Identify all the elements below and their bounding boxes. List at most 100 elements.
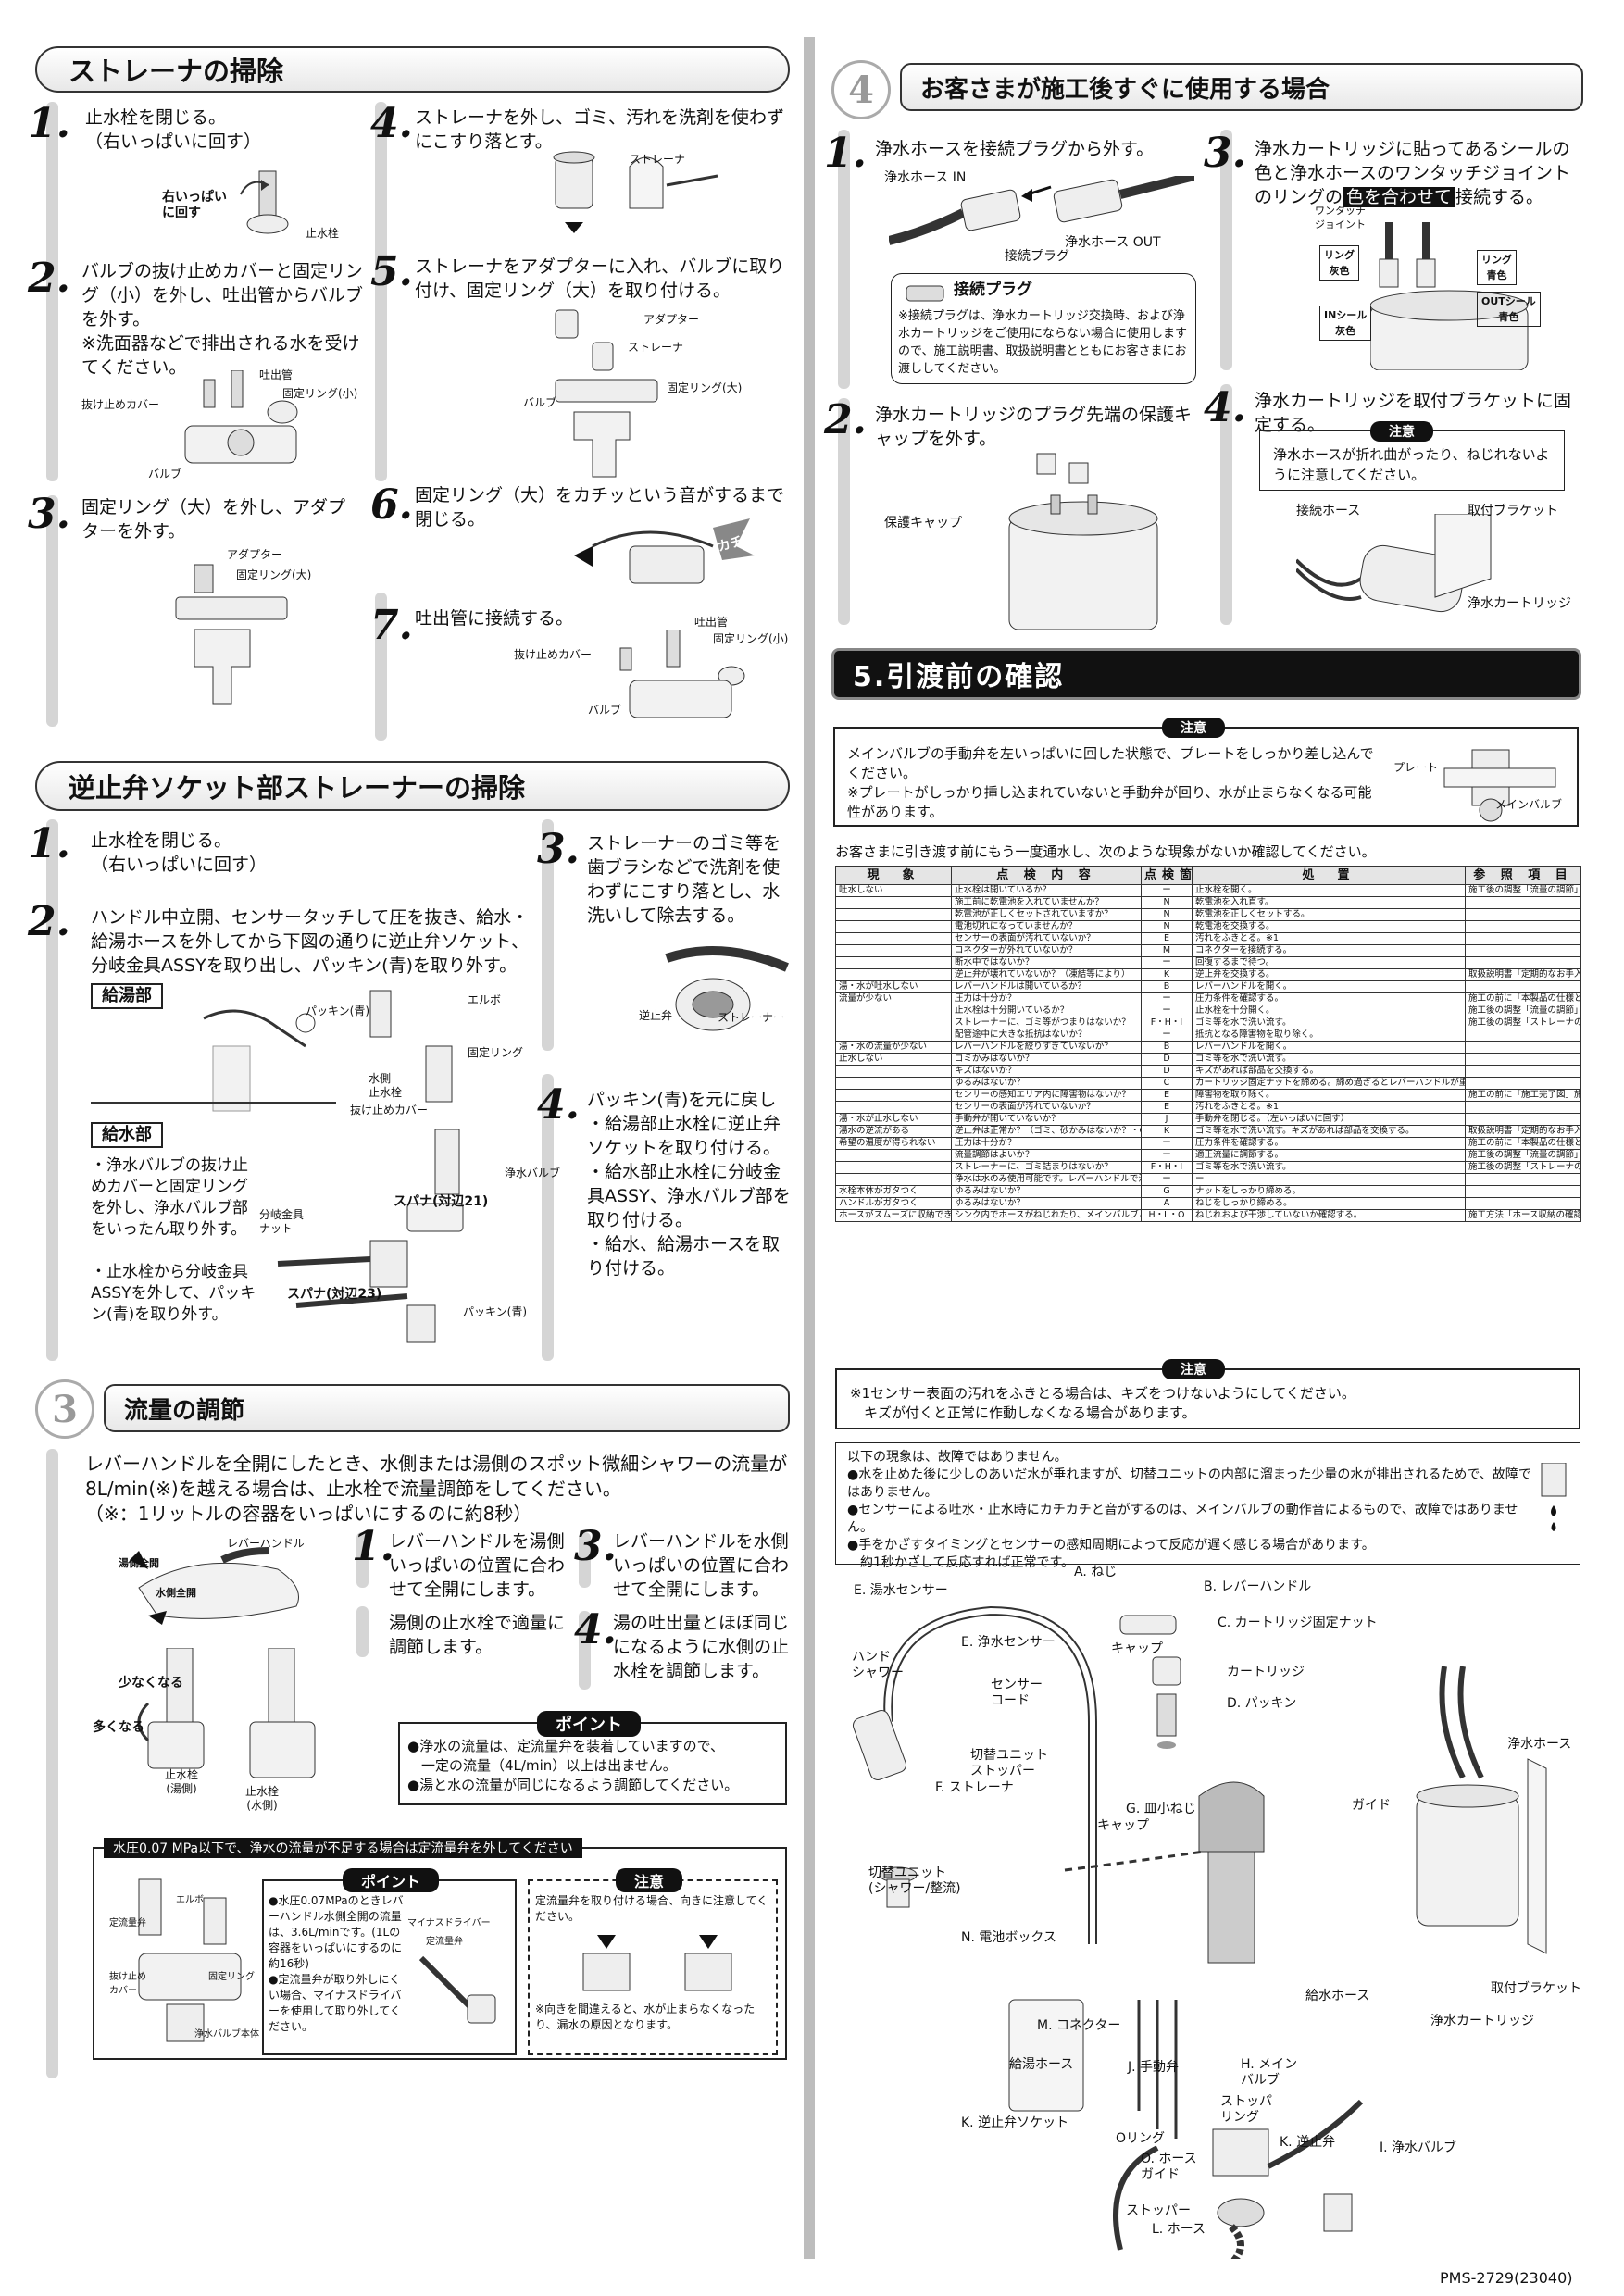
stop-valves-illustration (111, 1647, 343, 1828)
part-label: ストッパ リング (1220, 2094, 1272, 2125)
label-less: 少なくなる (119, 1676, 183, 1691)
point-text: ●浄水の流量は、定流量弁を装着していますので、 一定の流量（4L/min）以上は… (407, 1738, 739, 1793)
table-cell: E (1141, 1089, 1193, 1102)
table-cell (835, 896, 952, 909)
info-box (835, 1442, 1580, 1565)
table-cell: 電池切れになっていませんか？ (951, 920, 1142, 933)
table-row: 浄水は水のみ使用可能です。レバーハンドルで浄水の温度は調節できません。ーー (835, 1173, 1581, 1186)
step-number: 4. (574, 1606, 617, 1653)
table-cell (835, 908, 952, 921)
table-row: 配管途中に大きな抵抗はないか？ー抵抗となる障害物を取り除く。 (835, 1029, 1581, 1042)
table-cell: コネクターが外れていないか？ (951, 944, 1142, 957)
point-tag: ポイント (537, 1711, 641, 1737)
step-text: 止水栓を閉じる。 （右いっぱいに回す） (85, 107, 262, 152)
step-text-main: 浄水カートリッジに貼ってあるシールの色と浄水ホースのワンタッチジョイントのリング… (1255, 139, 1571, 207)
parts-diagram (843, 1574, 1583, 2266)
step-number: 4. (370, 100, 413, 147)
part-label: M. コネクター (1037, 2018, 1121, 2033)
table-cell: ー (1141, 1137, 1193, 1150)
step-text: 湯側の止水栓で適量に調節します。 (389, 1613, 566, 1657)
table-cell (1465, 1113, 1581, 1126)
table-cell: 湯水の逆流がある (835, 1125, 952, 1138)
part-label: E. 浄水センサー (961, 1635, 1056, 1650)
label-hot-full: 湯側全開 (119, 1557, 159, 1569)
step-text: ハンドル中立開、センサータッチして圧を抜き、給水・給湯ホースを外してから下図の通… (91, 907, 530, 976)
table-cell: コネクターを接続する。 (1192, 944, 1466, 957)
step-text: バルブの抜け止めカバーと固定リング（小）を外し、吐出管からバルブを外す。 ※洗面… (81, 261, 364, 378)
table-cell: 手動弁を閉じる。（左いっぱいに回す） (1192, 1113, 1466, 1126)
step-text: レバーハンドルを水側いっぱいの位置に合わせて全開にします。 (613, 1531, 790, 1600)
table-cell: ゆるみはないか？ (951, 1077, 1142, 1090)
table-cell: ー (1141, 1173, 1193, 1186)
table-cell: 断水中ではないか？ (951, 956, 1142, 969)
label-plate: プレート (1393, 761, 1439, 774)
section-title-text: お客さまが施工後すぐに使用する場合 (920, 75, 1330, 104)
label-fix-ring: 固定リング (468, 1046, 524, 1059)
table-cell: 圧力条件を確認する。 (1192, 1137, 1466, 1150)
part-label: D. パッキン (1227, 1696, 1297, 1711)
table-cell: F・H・I (1141, 1017, 1193, 1029)
table-cell: 止水栓は開いているか？ (951, 884, 1142, 897)
table-cell: ー (1141, 992, 1193, 1005)
label-in-seal: INシール 灰色 (1319, 306, 1372, 341)
table-cell (1465, 932, 1581, 945)
table-cell: N (1141, 896, 1193, 909)
part-label: O. ホース ガイド (1141, 2152, 1197, 2182)
table-header-row: 現 象点 検 内 容点検箇所処 置参 照 項 目 (835, 866, 1581, 885)
plug-title: 接続プラグ (954, 281, 1032, 299)
step-number: 4. (1204, 384, 1246, 431)
section-title-confirm: 5.引渡前の確認 (831, 648, 1581, 700)
label-packing: パッキン(青) (463, 1305, 528, 1318)
table-cell: 湯・水が吐水しない (835, 980, 952, 993)
color-match-illustration (1369, 222, 1555, 374)
section-bar (1220, 384, 1232, 625)
table-row: 断水中ではないか？ー回復するまで待つ。 (835, 956, 1581, 969)
table-cell: G (1141, 1185, 1193, 1198)
table-cell: ゴミ等を水で洗い流す。 (1192, 1017, 1466, 1029)
step-number: 2. (28, 898, 70, 945)
label-cover: 抜け止めカバー (514, 648, 593, 661)
table-cell: 湯・水が止水しない (835, 1113, 952, 1126)
label-checkvalve: 逆止弁 (639, 1009, 673, 1022)
step-text: 浄水カートリッジのプラグ先端の保護キャップを外す。 (875, 405, 1193, 449)
table-cell: 圧力条件を確認する。 (1192, 992, 1466, 1005)
section-bar (542, 1074, 554, 1361)
step-text: ストレーナを外し、ゴミ、汚れを洗剤を使わずにこすり落とす。 (415, 107, 785, 152)
section-number-circle: 3 (35, 1379, 94, 1439)
part-label: N. 電池ボックス (961, 1930, 1056, 1945)
table-cell (1465, 1053, 1581, 1066)
table-cell: レバーハンドルを絞りすぎていないか？ (951, 1041, 1142, 1054)
low-point-text: ●水圧0.07MPaのときレバーハンドル水側全開の流量は、3.6L/minです。… (269, 1894, 404, 2033)
table-cell: 回復するまで待つ。 (1192, 956, 1466, 969)
table-cell (1465, 1029, 1581, 1042)
step-text: 固定リング（大）を外し、アダプターを外す。 (81, 497, 346, 542)
table-cell (1465, 1101, 1581, 1114)
document-code: PMS-2729(23040) (1440, 2269, 1573, 2287)
part-label: J. 手動弁 (1128, 2060, 1180, 2075)
table-header-cell: 点検箇所 (1141, 866, 1193, 885)
table-cell (1465, 980, 1581, 993)
label-elbow: エルボ (468, 993, 502, 1006)
table-row: ホースがスムーズに収納できないシンク内でホースがねじれたり、メインバルブと干渉し… (835, 1209, 1581, 1222)
step-number: 1. (352, 1523, 394, 1570)
label-outlet: 吐出管 (259, 368, 294, 381)
low-caution-tag: 注意 (616, 1868, 683, 1892)
strainer-insert-illustration (546, 306, 685, 485)
table-cell: レバーハンドルは開いているか？ (951, 980, 1142, 993)
section-bar (46, 495, 58, 727)
label-valve: バルブ (588, 704, 622, 717)
table-cell: 適正流量に調節する。 (1192, 1149, 1466, 1162)
label-cold-full: 水側全開 (156, 1587, 196, 1599)
label-out-seal: OUTシール 青色 (1477, 292, 1541, 327)
label-cover: 抜け止めカバー (350, 1104, 429, 1117)
part-label: 浄水カートリッジ (1430, 2014, 1534, 2028)
label-fix-ring: 固定リング (208, 1972, 255, 1982)
table-cell: 乾電池が正しくセットされていますか？ (951, 908, 1142, 921)
step-text: ストレーナをアダプターに入れ、バルブに取り付け、固定リング（大）を取り付ける。 (415, 256, 785, 301)
label-ring-blue: リング 青色 (1477, 250, 1517, 285)
label-plug: 接続プラグ (1005, 249, 1069, 264)
step-number: 3. (28, 491, 70, 538)
